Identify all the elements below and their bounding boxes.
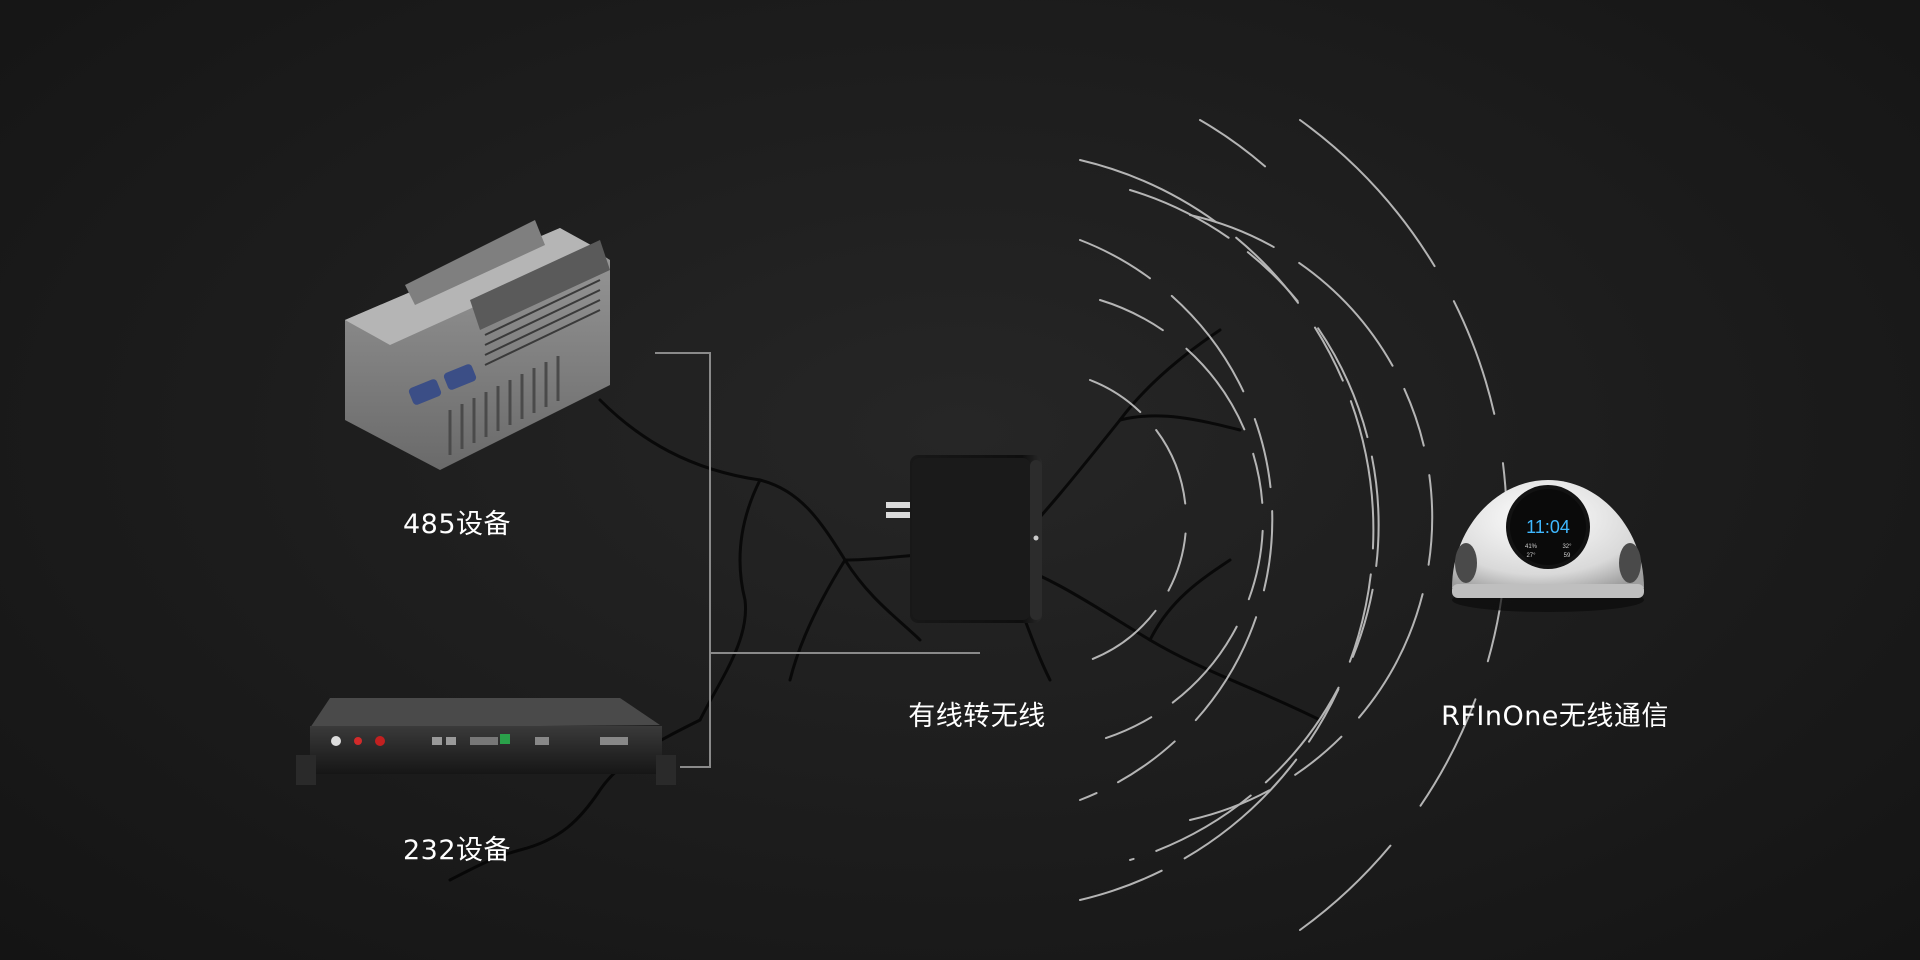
device-485-image <box>345 220 610 470</box>
wave-arc <box>1129 189 1380 861</box>
screen-time: 11:04 <box>1526 517 1570 537</box>
wave-arc <box>1079 239 1274 801</box>
screen-readout: 32° <box>1562 544 1572 550</box>
rfinone-image: 11:04 41% 32° 27° 59 <box>1452 480 1644 612</box>
label-converter: 有线转无线 <box>908 701 1046 732</box>
wave-arc <box>1189 214 1434 821</box>
screen-readout: 59 <box>1564 553 1571 559</box>
label-485-device: 485设备 <box>402 509 512 540</box>
screen-readout: 27° <box>1526 553 1536 559</box>
rfinone-screen: 11:04 41% 32° 27° 59 <box>1525 517 1572 559</box>
label-rfinone: RFInOne无线通信 <box>1441 701 1669 732</box>
screen-readout: 41% <box>1525 544 1538 550</box>
wave-arc <box>1079 159 1375 901</box>
label-232-device: 232设备 <box>402 835 512 866</box>
wave-arc <box>1089 379 1188 661</box>
device-232-image <box>296 698 676 785</box>
background-cracks <box>448 328 1322 882</box>
converter-image <box>886 455 1042 623</box>
wave-arc <box>1199 119 1281 181</box>
wave-arc <box>1099 299 1264 741</box>
connector-bracket <box>655 352 711 768</box>
connector-lines <box>655 352 980 768</box>
wireless-waves <box>1079 119 1508 931</box>
